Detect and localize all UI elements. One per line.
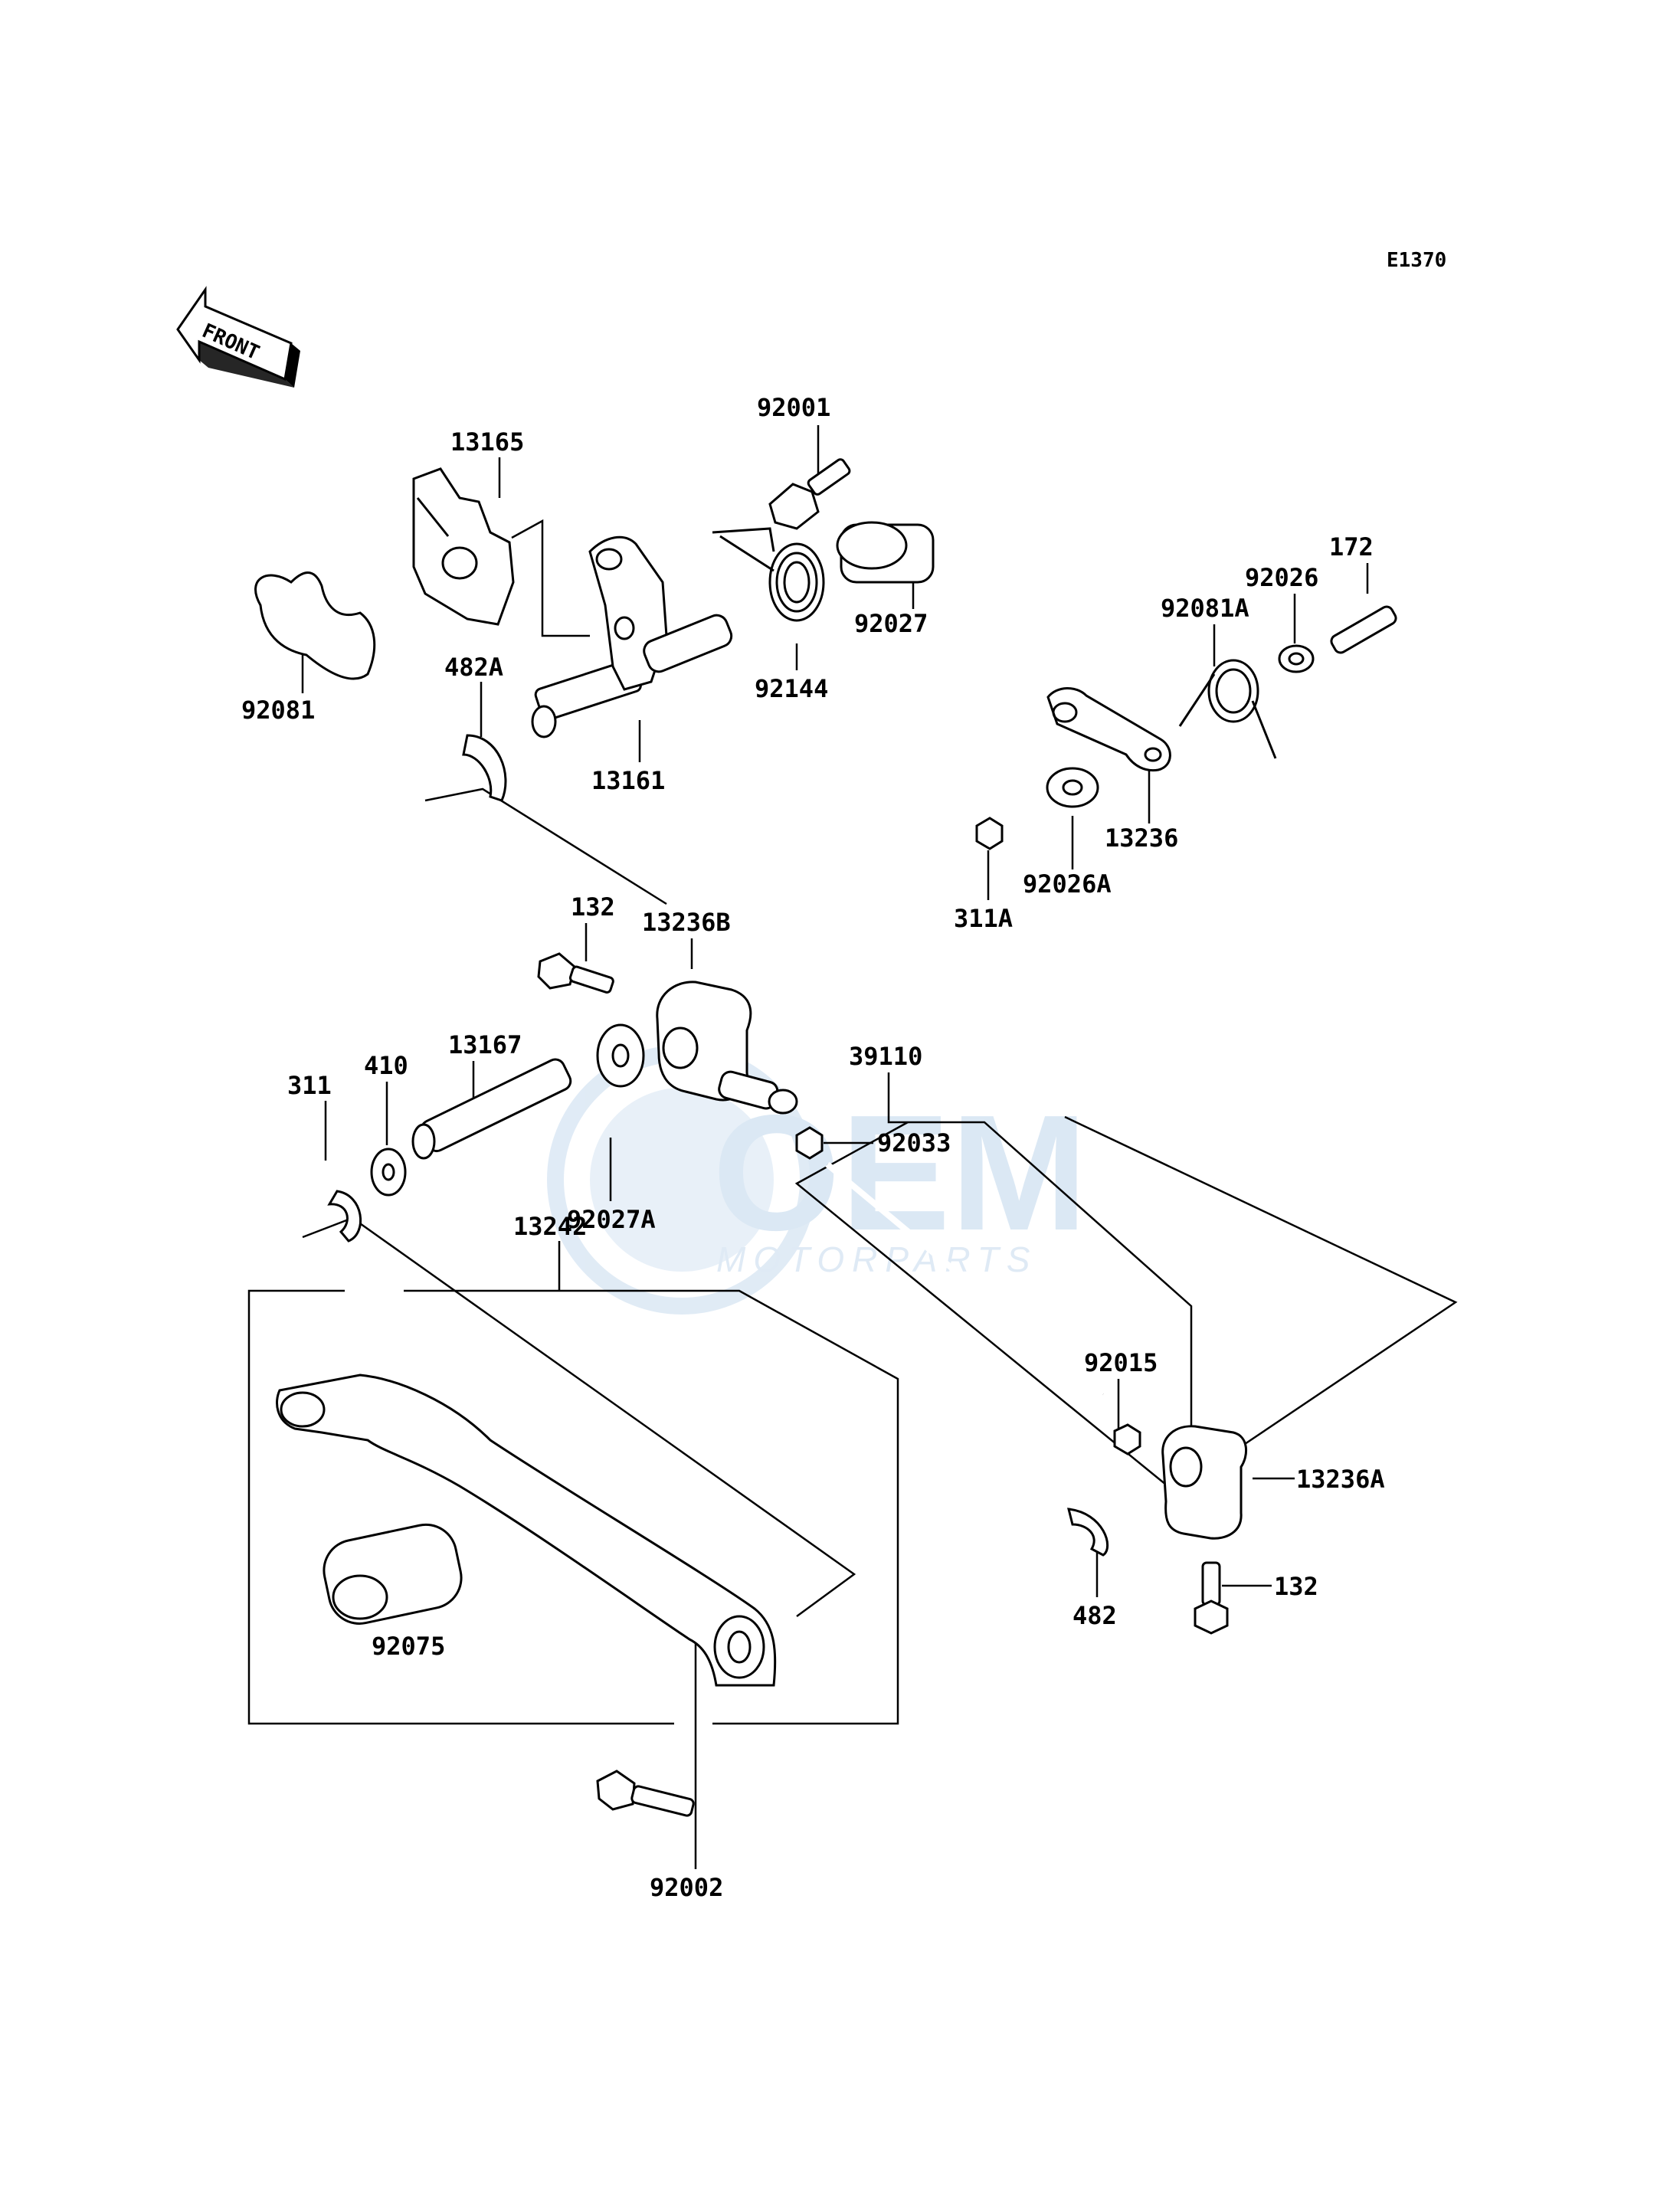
gasket-92081 <box>254 571 376 680</box>
lever-13236 <box>1046 687 1171 772</box>
part-label-92081[interactable]: 92081 <box>241 696 315 725</box>
spring-92144 <box>712 527 825 622</box>
bolt-132-lower <box>1194 1561 1229 1635</box>
part-label-13165[interactable]: 13165 <box>450 427 524 457</box>
shift-pedal-13242 <box>276 1374 777 1687</box>
part-label-92033[interactable]: 311 <box>287 1071 332 1100</box>
watermark: OEM MOTORPARTS <box>547 1045 1088 1315</box>
bolt-92002 <box>596 1770 695 1817</box>
part-label-13167[interactable]: 13167 <box>448 1030 522 1059</box>
part-label-482A[interactable]: 482A <box>444 653 503 682</box>
diagram-code: E1370 <box>1387 249 1446 272</box>
rod-39110 <box>825 1161 1105 1397</box>
part-label-92002[interactable]: 92002 <box>650 1873 723 1902</box>
clamp-13236A <box>1161 1425 1248 1540</box>
part-label-13236[interactable]: 13236 <box>1105 823 1178 853</box>
part-label-92015[interactable]: 92015 <box>1084 1348 1158 1377</box>
circlip-482 <box>1067 1508 1109 1557</box>
part-label-92027[interactable]: 92027 <box>854 609 928 638</box>
part-label-92026[interactable]: 92026 <box>1245 563 1318 592</box>
part-label-311A[interactable]: 311A <box>954 904 1013 933</box>
part-label-410[interactable]: 410 <box>364 1051 408 1080</box>
part-label-13242[interactable]: 13242 <box>513 1212 587 1241</box>
washer-410 <box>370 1148 407 1197</box>
nut-92015 <box>1113 1423 1141 1455</box>
part-labels: 92001 13165 92027 172 92026 92081A 482A … <box>241 393 1385 1902</box>
shaft-13167 <box>411 1058 572 1160</box>
washer-92026A <box>1046 767 1099 808</box>
watermark-sub: MOTORPARTS <box>716 1239 1037 1279</box>
stud-172 <box>1330 605 1397 654</box>
circlip-92033 <box>327 1190 362 1243</box>
spring-92081A <box>1178 659 1277 759</box>
washer-92027A <box>596 1023 645 1088</box>
part-label-92075[interactable]: 92075 <box>372 1632 445 1661</box>
pedal-rubber-92075 <box>323 1523 463 1625</box>
bolt-132-upper <box>537 952 614 994</box>
part-label-482[interactable]: 482 <box>1073 1601 1117 1630</box>
part-label-172[interactable]: 172 <box>1329 532 1374 562</box>
leader-lines <box>247 425 1458 1869</box>
part-label-13236B[interactable]: 13236B <box>642 908 731 937</box>
part-label-92026A[interactable]: 92026A <box>1023 869 1112 899</box>
part-label-132-upper[interactable]: 132 <box>571 892 615 922</box>
front-arrow-icon: FRONT <box>176 286 300 388</box>
bolt-92001 <box>768 458 851 530</box>
part-label-13236A[interactable]: 13236A <box>1296 1465 1385 1494</box>
circlip-482A <box>462 734 507 802</box>
washer-92026 <box>1278 644 1315 673</box>
part-label-132-lower[interactable]: 132 <box>1274 1572 1318 1601</box>
part-label-311[interactable]: 92033 <box>877 1128 951 1157</box>
plate-13165 <box>412 467 515 626</box>
shift-shaft-13161 <box>531 535 733 738</box>
clamp-lever-13236B <box>656 981 798 1115</box>
part-label-92081A[interactable]: 92081A <box>1161 594 1249 623</box>
part-label-92144[interactable]: 92144 <box>755 674 828 703</box>
part-label-39110[interactable]: 39110 <box>849 1042 922 1071</box>
part-label-92027A[interactable]: 92027A <box>567 1205 656 1234</box>
nut-311A <box>975 817 1004 850</box>
part-label-92001[interactable]: 92001 <box>757 393 830 422</box>
part-label-13161[interactable]: 13161 <box>591 766 665 795</box>
nut-311 <box>795 1126 824 1160</box>
collar-92027 <box>836 521 935 584</box>
